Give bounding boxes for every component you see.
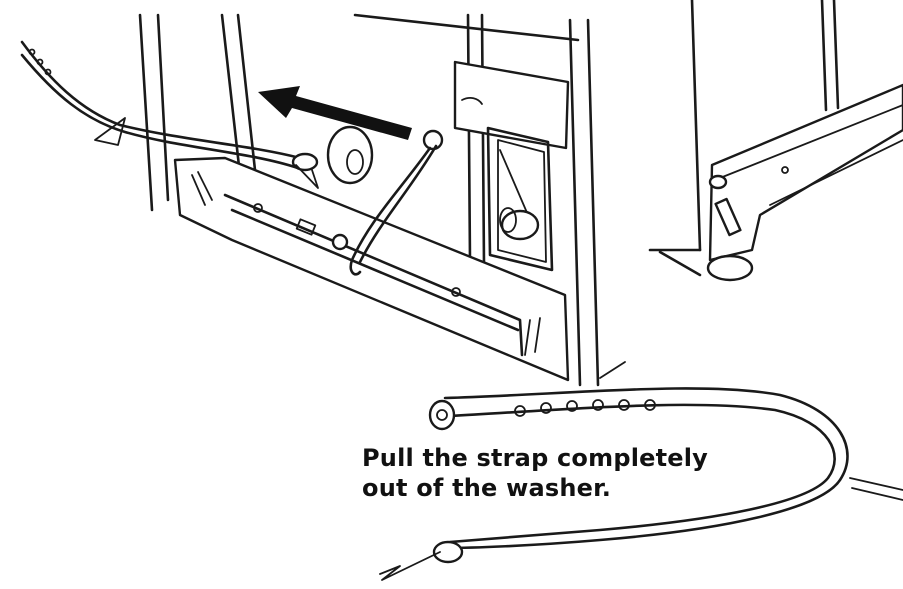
caption-line-2: out of the washer.: [362, 473, 802, 503]
strap-left-end: [22, 42, 318, 188]
washer-bottom-bracket: [175, 158, 568, 380]
instruction-caption: Pull the strap completely out of the was…: [362, 443, 802, 503]
left-arrow-icon: [258, 86, 412, 140]
second-washer: [650, 0, 903, 280]
washer-hole: [328, 127, 372, 183]
washer-access-panel: [455, 62, 568, 270]
caption-line-1: Pull the strap completely: [362, 443, 802, 473]
